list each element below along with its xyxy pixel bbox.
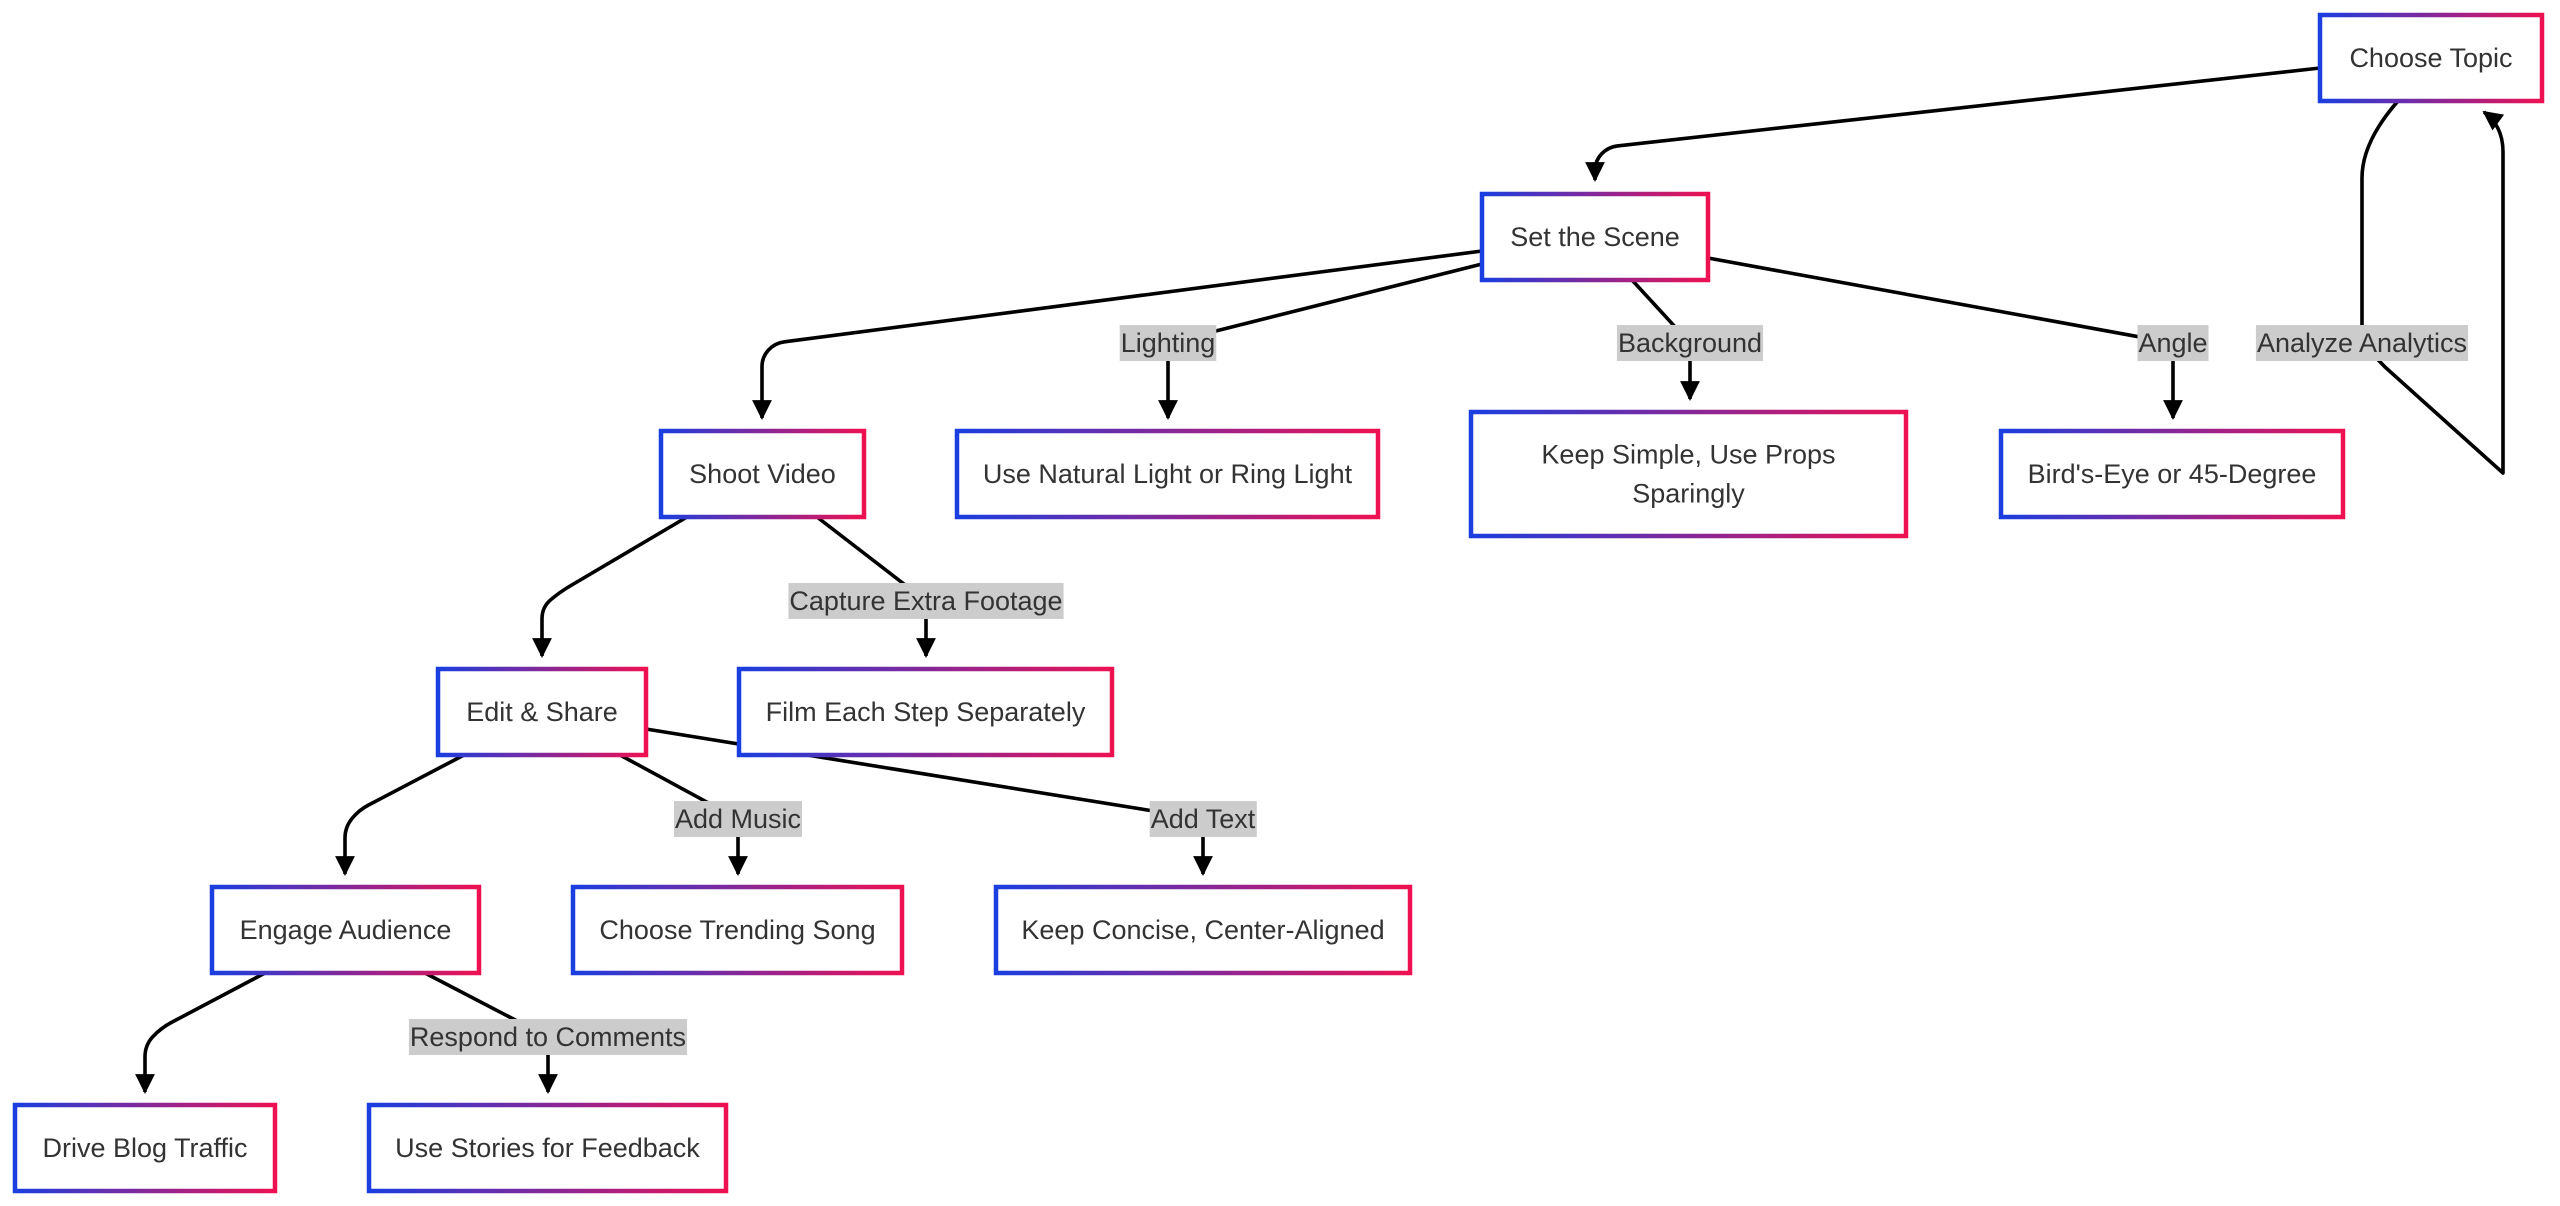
node-drive-blog-traffic[interactable]: Drive Blog Traffic	[12, 1102, 278, 1194]
node-box	[12, 1102, 278, 1194]
node-box	[1998, 428, 2346, 520]
edge-topic-to-scene	[1585, 66, 2321, 182]
node-keep-concise[interactable]: Keep Concise, Center-Aligned	[993, 884, 1413, 976]
edge-label-shoot-footage: Capture Extra Footage	[788, 583, 1064, 619]
node-label: Set the Scene	[1510, 222, 1680, 252]
node-label: Choose Topic	[2349, 43, 2512, 73]
node-box	[570, 884, 905, 976]
node-label: Film Each Step Separately	[766, 697, 1086, 727]
node-label: Drive Blog Traffic	[42, 1133, 247, 1163]
edge-scene-angle	[1707, 256, 2183, 420]
node-use-stories[interactable]: Use Stories for Feedback	[366, 1102, 729, 1194]
node-box	[954, 428, 1381, 520]
node-box	[736, 666, 1115, 758]
edge-label-text: Add Music	[675, 804, 801, 834]
edge-label-background	[673, 801, 803, 837]
edge-label-scene-lighting: Lighting	[1119, 325, 1217, 361]
node-label: Keep Simple, Use Props	[1541, 440, 1835, 470]
node-set-the-scene[interactable]: Set the Scene	[1479, 191, 1711, 283]
edge-label-edit-text: Add Text	[1149, 801, 1257, 837]
node-birds-eye[interactable]: Bird's-Eye or 45-Degree	[1998, 428, 2346, 520]
node-choose-topic[interactable]: Choose Topic	[2317, 12, 2545, 104]
edge-label-text: Background	[1618, 328, 1762, 358]
node-label: Keep Concise, Center-Aligned	[1021, 915, 1384, 945]
edge-label-background	[1119, 325, 1217, 361]
node-box	[209, 884, 482, 976]
edge-label-background	[408, 1019, 688, 1055]
node-box	[2317, 12, 2545, 104]
node-label: Use Stories for Feedback	[395, 1133, 700, 1163]
node-box	[993, 884, 1413, 976]
node-label: Use Natural Light or Ring Light	[983, 459, 1353, 489]
node-shoot-video[interactable]: Shoot Video	[658, 428, 867, 520]
edge-label-text: Lighting	[1121, 328, 1216, 358]
edge-shoot-to-edit	[532, 515, 688, 658]
edge-edit-to-engage	[335, 753, 465, 876]
node-box	[435, 666, 649, 758]
node-label: Edit & Share	[466, 697, 618, 727]
node-label: Choose Trending Song	[599, 915, 875, 945]
edge-engage-to-blog	[135, 971, 266, 1094]
edge-label-background	[2137, 325, 2209, 361]
edge-label-background	[2255, 325, 2469, 361]
node-box	[658, 428, 867, 520]
node-label: Bird's-Eye or 45-Degree	[2028, 459, 2317, 489]
edge-label-background	[1616, 325, 1764, 361]
edge-label-text: Angle	[2138, 328, 2207, 358]
node-film-each-step[interactable]: Film Each Step Separately	[736, 666, 1115, 758]
node-edit-share[interactable]: Edit & Share	[435, 666, 649, 758]
node-engage-audience[interactable]: Engage Audience	[209, 884, 482, 976]
edge-label-edit-music: Add Music	[673, 801, 803, 837]
edge-label-text: Add Text	[1151, 804, 1256, 834]
node-label: Shoot Video	[689, 459, 836, 489]
edge-label-scene-background: Background	[1616, 325, 1764, 361]
node-label: Engage Audience	[240, 915, 452, 945]
edge-label-text: Capture Extra Footage	[789, 586, 1062, 616]
node-box	[1468, 409, 1909, 539]
edge-label-text: Analyze Analytics	[2257, 328, 2467, 358]
node-box	[1479, 191, 1711, 283]
edge-label-analytics-loop: Analyze Analytics	[2255, 325, 2469, 361]
node-choose-trending-song[interactable]: Choose Trending Song	[570, 884, 905, 976]
edge-label-text: Respond to Comments	[410, 1022, 686, 1052]
edge-analytics-loop	[2360, 99, 2505, 475]
node-use-natural-light[interactable]: Use Natural Light or Ring Light	[954, 428, 1381, 520]
edge-label-engage-comments: Respond to Comments	[408, 1019, 688, 1055]
node-box	[366, 1102, 729, 1194]
edge-label-background	[1149, 801, 1257, 837]
edge-label-background	[788, 583, 1064, 619]
edge-scene-to-shoot	[752, 249, 1483, 420]
edge-label-scene-angle: Angle	[2137, 325, 2209, 361]
node-label: Sparingly	[1632, 479, 1745, 509]
